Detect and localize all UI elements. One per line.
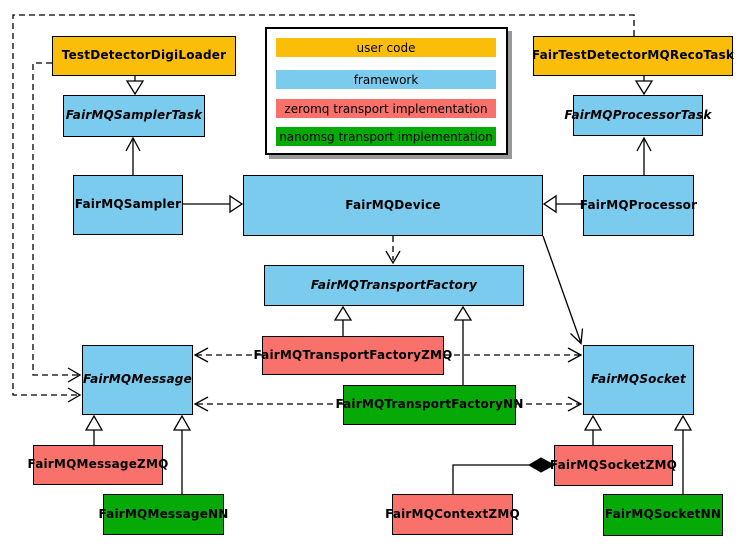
node-fair-test-detector-mq-reco-task: FairTestDetectorMQRecoTask bbox=[532, 36, 734, 76]
edge-messagezmq-message bbox=[84, 414, 104, 445]
legend-item-zeromq: zeromq transport implementation bbox=[276, 99, 496, 118]
edge-processor-processortask bbox=[636, 136, 652, 175]
legend-item-user-code: user code bbox=[276, 38, 496, 57]
edge-tfzmq-message bbox=[193, 347, 262, 363]
edge-digiloader-samplertask bbox=[125, 75, 145, 96]
node-fairmq-transport-factory-nn: FairMQTransportFactoryNN bbox=[335, 385, 523, 425]
edge-socketzmq-socket bbox=[583, 414, 603, 445]
edge-device-socket bbox=[542, 235, 584, 345]
node-fairmq-message: FairMQMessage bbox=[82, 345, 193, 415]
edge-digiloader-message bbox=[32, 62, 82, 383]
node-test-detector-digi-loader: TestDetectorDigiLoader bbox=[52, 36, 236, 76]
node-fairmq-processor-task: FairMQProcessorTask bbox=[564, 95, 711, 136]
edge-socketnn-socket bbox=[673, 414, 693, 494]
legend: user code framework zeromq transport imp… bbox=[265, 27, 508, 155]
legend-item-nanomsg: nanomsg transport implementation bbox=[276, 127, 496, 146]
node-fairmq-device: FairMQDevice bbox=[243, 175, 543, 236]
node-fairmq-socket-nn: FairMQSocketNN bbox=[603, 494, 723, 536]
edge-processor-device bbox=[542, 194, 583, 214]
edge-tfnn-socket bbox=[516, 396, 583, 412]
edge-sampler-device bbox=[183, 194, 244, 214]
edge-tfnn-message bbox=[193, 396, 343, 412]
node-fairmq-sampler-task: FairMQSamplerTask bbox=[63, 95, 205, 137]
edge-recotask-message bbox=[12, 14, 635, 403]
edge-tfzmq-socket bbox=[444, 347, 583, 363]
node-fairmq-processor: FairMQProcessor bbox=[580, 175, 697, 236]
node-fairmq-socket: FairMQSocket bbox=[583, 345, 694, 415]
edge-tfnn-transportfactory bbox=[453, 305, 473, 385]
node-fairmq-transport-factory: FairMQTransportFactory bbox=[264, 265, 524, 306]
node-fairmq-transport-factory-zmq: FairMQTransportFactoryZMQ bbox=[253, 336, 452, 375]
edge-sampler-samplertask bbox=[125, 136, 141, 175]
node-fairmq-message-nn: FairMQMessageNN bbox=[98, 494, 228, 535]
edge-tfzmq-transportfactory bbox=[333, 305, 353, 336]
edge-contextzmq-socketzmq bbox=[452, 457, 556, 494]
node-fairmq-message-zmq: FairMQMessageZMQ bbox=[28, 445, 168, 485]
edge-messagenn-message bbox=[172, 414, 192, 494]
node-fairmq-context-zmq: FairMQContextZMQ bbox=[385, 494, 520, 535]
legend-item-framework: framework bbox=[276, 70, 496, 89]
edge-recotask-processortask bbox=[634, 76, 654, 96]
edge-device-transportfactory bbox=[385, 236, 401, 265]
node-fairmq-socket-zmq: FairMQSocketZMQ bbox=[550, 445, 677, 486]
node-fairmq-sampler: FairMQSampler bbox=[73, 175, 183, 235]
